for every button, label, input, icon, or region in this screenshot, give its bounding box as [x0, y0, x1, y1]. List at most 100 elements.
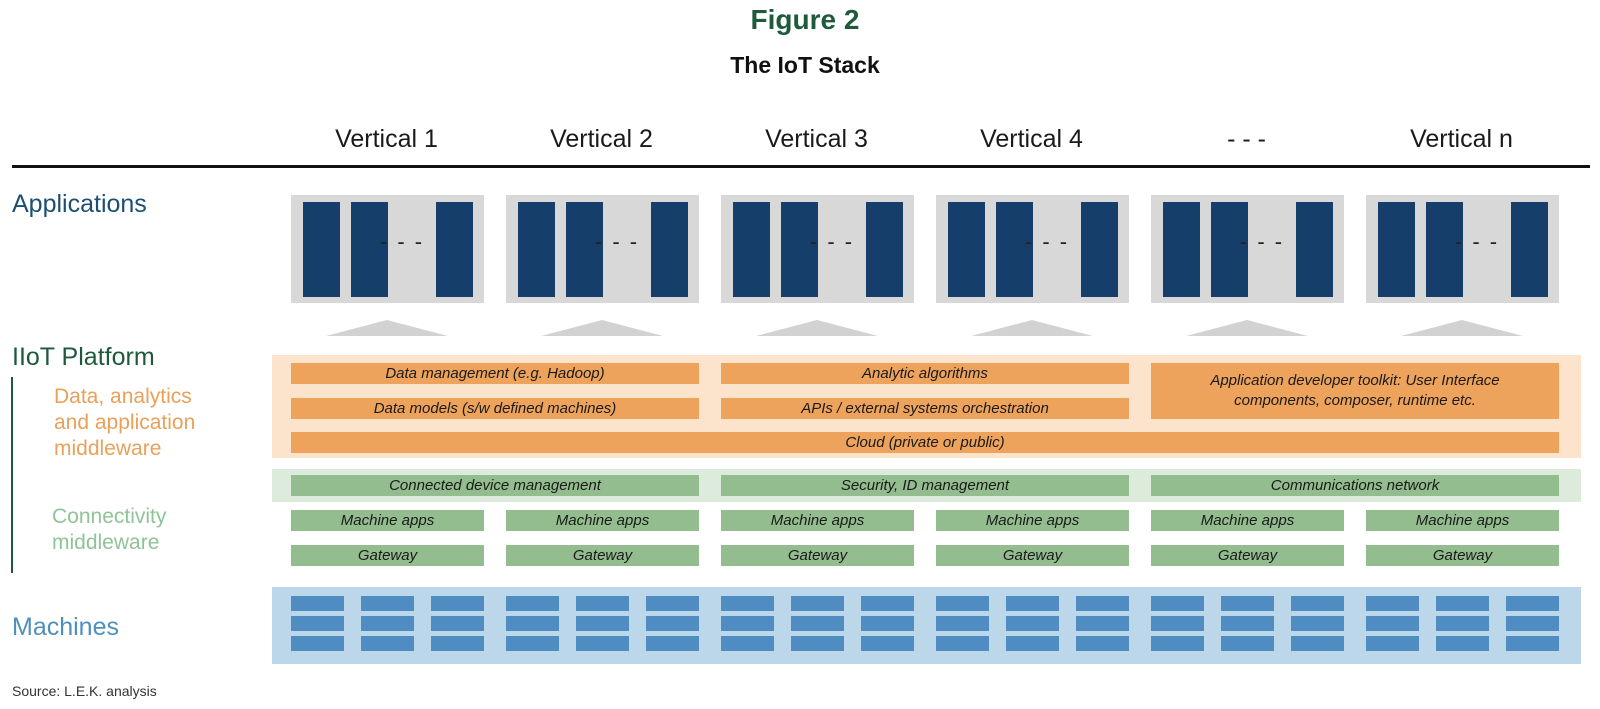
- analytic-algorithms-bar: Analytic algorithms: [721, 363, 1129, 384]
- applications-label: Applications: [12, 190, 147, 218]
- machine-cell: [1006, 596, 1059, 611]
- application-block: [436, 202, 473, 297]
- platform-arrow: [756, 320, 878, 336]
- machine-cell: [431, 596, 484, 611]
- machine-cell: [936, 636, 989, 651]
- vertical-label: Vertical 2: [550, 125, 653, 153]
- machine-cell: [1506, 596, 1559, 611]
- application-block: [1378, 202, 1415, 297]
- machine-cell: [1366, 636, 1419, 651]
- machine-apps-bar: Machine apps: [936, 510, 1129, 531]
- machine-cell: [791, 596, 844, 611]
- machine-cell: [936, 596, 989, 611]
- application-group: - - -: [936, 195, 1129, 303]
- application-block: [1163, 202, 1200, 297]
- platform-arrow: [1186, 320, 1308, 336]
- machine-cell: [1506, 616, 1559, 631]
- machine-cell: [1366, 596, 1419, 611]
- machine-cell: [361, 616, 414, 631]
- application-block: [1426, 202, 1463, 297]
- application-ellipsis: - - -: [1239, 229, 1285, 254]
- machine-apps-bar: Machine apps: [1366, 510, 1559, 531]
- application-block: [733, 202, 770, 297]
- data-middleware-line: Data, analytics: [54, 385, 192, 408]
- figure-title: Figure 2: [750, 4, 860, 35]
- application-group: - - -: [1151, 195, 1344, 303]
- machine-cell: [1436, 636, 1489, 651]
- vertical-label: Vertical 4: [980, 125, 1083, 153]
- machine-cell: [646, 636, 699, 651]
- data-middleware-line: middleware: [54, 437, 162, 460]
- machine-cell: [1151, 596, 1204, 611]
- machine-cell: [291, 616, 344, 631]
- machine-cell: [936, 616, 989, 631]
- machine-apps-bar: Machine apps: [506, 510, 699, 531]
- data-middleware-label: Data, analytics and application middlewa…: [54, 384, 195, 462]
- machine-cell: [291, 636, 344, 651]
- machine-cell: [1006, 616, 1059, 631]
- gateway-bar: Gateway: [936, 545, 1129, 566]
- apis-bar: APIs / external systems orchestration: [721, 398, 1129, 419]
- application-block: [566, 202, 603, 297]
- application-ellipsis: - - -: [1024, 229, 1070, 254]
- platform-label: IIoT Platform: [12, 343, 155, 371]
- machine-cell: [861, 596, 914, 611]
- application-block: [781, 202, 818, 297]
- application-block: [1296, 202, 1333, 297]
- machine-cell: [1291, 616, 1344, 631]
- application-ellipsis: - - -: [1454, 229, 1500, 254]
- figure-subtitle: The IoT Stack: [730, 52, 880, 78]
- connectivity-line: middleware: [52, 531, 160, 554]
- machine-cell: [1221, 636, 1274, 651]
- machine-apps-bar: Machine apps: [721, 510, 914, 531]
- machine-cell: [1291, 596, 1344, 611]
- platform-bracket: [11, 377, 13, 573]
- source-note: Source: L.E.K. analysis: [12, 683, 157, 699]
- machines-label: Machines: [12, 613, 119, 641]
- application-block: [1081, 202, 1118, 297]
- machine-apps-bar: Machine apps: [1151, 510, 1344, 531]
- application-group: - - -: [1366, 195, 1559, 303]
- connectivity-line: Connectivity: [52, 505, 167, 528]
- machine-cell: [1221, 596, 1274, 611]
- data-models-bar: Data models (s/w defined machines): [291, 398, 699, 419]
- machine-cell: [861, 616, 914, 631]
- machine-cell: [576, 636, 629, 651]
- platform-arrow: [541, 320, 663, 336]
- security-bar: Security, ID management: [721, 475, 1129, 496]
- data-management-bar: Data management (e.g. Hadoop): [291, 363, 699, 384]
- gateway-bar: Gateway: [1366, 545, 1559, 566]
- machine-cell: [1076, 636, 1129, 651]
- machine-cell: [291, 596, 344, 611]
- machine-cell: [646, 616, 699, 631]
- machine-cell: [1076, 596, 1129, 611]
- machine-cell: [1291, 636, 1344, 651]
- machine-cell: [721, 616, 774, 631]
- machine-cell: [861, 636, 914, 651]
- machine-cell: [431, 616, 484, 631]
- machine-cell: [361, 596, 414, 611]
- machine-cell: [646, 596, 699, 611]
- vertical-label: Vertical n: [1410, 125, 1513, 153]
- application-block: [948, 202, 985, 297]
- machine-cell: [576, 616, 629, 631]
- machine-cell: [721, 596, 774, 611]
- vertical-label: - - -: [1227, 125, 1266, 153]
- machine-cell: [1221, 616, 1274, 631]
- machine-cell: [1076, 616, 1129, 631]
- application-group: - - -: [721, 195, 914, 303]
- app-toolkit-bar: Application developer toolkit: User Inte…: [1151, 363, 1559, 419]
- application-block: [303, 202, 340, 297]
- machine-cell: [361, 636, 414, 651]
- communications-bar: Communications network: [1151, 475, 1559, 496]
- gateway-bar: Gateway: [721, 545, 914, 566]
- gateway-bar: Gateway: [1151, 545, 1344, 566]
- application-block: [1211, 202, 1248, 297]
- connectivity-middleware-label: Connectivity middleware: [52, 504, 166, 556]
- vertical-label: Vertical 1: [335, 125, 438, 153]
- machine-cell: [506, 616, 559, 631]
- machine-cell: [1006, 636, 1059, 651]
- application-ellipsis: - - -: [809, 229, 855, 254]
- machine-cell: [1151, 636, 1204, 651]
- machine-cell: [576, 596, 629, 611]
